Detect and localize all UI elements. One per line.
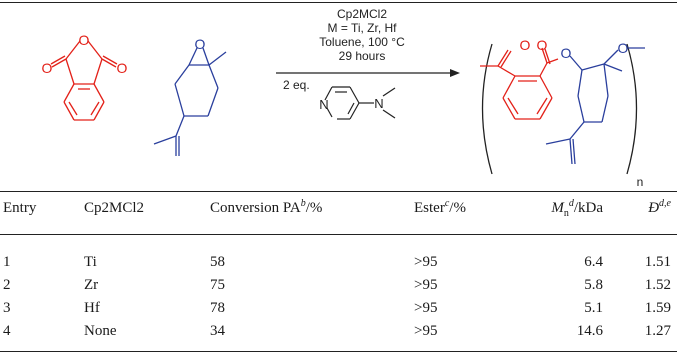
cell-dispersity: 1.51 — [644, 254, 671, 270]
header-catalyst: Cp2MCl2 — [84, 200, 144, 217]
cell-ester: >95 — [414, 323, 438, 339]
polymer-carbonyl-o-2: O — [537, 37, 548, 53]
header-mn-symbol: M — [551, 200, 564, 216]
header-mn: Mnd/kDa — [508, 198, 603, 219]
repeat-index-n: n — [637, 175, 644, 189]
polymer-phthalate-unit — [480, 47, 559, 120]
header-ester-unit: /% — [449, 200, 466, 216]
table-row: 1 Ti 58 >95 6.4 1.51 — [0, 254, 677, 274]
polymer-carbonyl-o-1: O — [520, 37, 531, 53]
table-row: 2 Zr 75 >95 5.8 1.52 — [0, 277, 677, 297]
cell-dispersity: 1.52 — [644, 277, 671, 293]
table-header-row: Entry Cp2MCl2 Conversion PAb/% Esterc/% … — [0, 198, 677, 220]
cell-entry: 2 — [3, 277, 11, 293]
anhydride-carbonyl-o-right: O — [117, 60, 128, 76]
metals-label: M = Ti, Zr, Hf — [327, 21, 397, 35]
header-ester-text: Ester — [414, 200, 445, 216]
header-bottom-rule — [0, 234, 677, 235]
cell-metal: Zr — [84, 277, 99, 293]
solvent-temp-label: Toluene, 100 °C — [319, 35, 405, 49]
header-dispersity-symbol: Đ — [648, 200, 660, 216]
reaction-conditions: Cp2MCl2 M = Ti, Zr, Hf Toluene, 100 °C 2… — [319, 7, 405, 63]
table-row: 4 None 34 >95 14.6 1.27 — [0, 323, 677, 343]
right-parenthesis — [626, 43, 638, 175]
cell-conversion: 58 — [210, 254, 225, 270]
anhydride-ring-o: O — [79, 32, 90, 48]
cell-mn: 5.1 — [584, 300, 603, 316]
epoxide-o: O — [195, 36, 206, 52]
cell-mn: 5.8 — [584, 277, 603, 293]
left-parenthesis — [481, 43, 493, 175]
header-mn-unit: /kDa — [573, 200, 603, 216]
cell-dispersity: 1.59 — [644, 300, 671, 316]
catalyst-label: Cp2MCl2 — [337, 7, 387, 21]
cell-conversion: 78 — [210, 300, 225, 316]
header-dispersity-sup: d,e — [659, 198, 671, 209]
phthalic-anhydride — [50, 40, 118, 121]
additive-equiv-label: 2 eq. — [283, 78, 310, 92]
cell-metal: Hf — [84, 300, 100, 316]
cell-metal: Ti — [84, 254, 97, 270]
header-catalyst-text: Cp2MCl2 — [84, 200, 145, 216]
cell-ester: >95 — [414, 300, 438, 316]
header-conversion-sup: b — [300, 198, 306, 209]
cell-conversion: 34 — [210, 323, 225, 339]
dmap-ring-n: N — [319, 97, 328, 112]
header-entry: Entry — [3, 200, 37, 216]
top-rule — [0, 2, 677, 3]
polymer-terpene-unit — [545, 47, 645, 165]
header-mn-sub: n — [563, 208, 569, 219]
cell-entry: 3 — [3, 300, 11, 316]
header-ester-sup: c — [444, 198, 450, 209]
header-mn-sup: d — [568, 198, 574, 209]
cell-conversion: 75 — [210, 277, 225, 293]
header-conversion: Conversion PAb/% — [210, 198, 323, 217]
header-top-rule — [0, 191, 677, 192]
cell-entry: 1 — [3, 254, 11, 270]
time-label: 29 hours — [339, 49, 386, 63]
polymer-ether-o: O — [618, 40, 629, 56]
header-conversion-text: Conversion PA — [210, 200, 301, 216]
dmap-amine-n: N — [374, 96, 383, 111]
header-dispersity: Đd,e — [608, 198, 671, 217]
scheme-svg: O O O O Cp2MCl2 M = Ti, Zr, Hf Toluene, … — [42, 7, 645, 189]
header-ester: Esterc/% — [414, 198, 466, 217]
cell-ester: >95 — [414, 254, 438, 270]
polymer-ester-o: O — [561, 45, 572, 61]
cell-ester: >95 — [414, 277, 438, 293]
table-bottom-rule — [0, 351, 677, 352]
dmap — [324, 86, 396, 120]
limonene-oxide — [153, 47, 227, 156]
table-row: 3 Hf 78 >95 5.1 1.59 — [0, 300, 677, 320]
cell-mn: 14.6 — [576, 323, 603, 339]
anhydride-carbonyl-o-left: O — [42, 60, 53, 76]
header-conversion-unit: /% — [305, 200, 323, 216]
cell-entry: 4 — [3, 323, 11, 339]
cell-metal: None — [84, 323, 117, 339]
cell-mn: 6.4 — [584, 254, 603, 270]
reaction-scheme: O O O O Cp2MCl2 M = Ti, Zr, Hf Toluene, … — [0, 4, 677, 190]
reaction-arrow-head — [450, 69, 460, 77]
cell-dispersity: 1.27 — [644, 323, 671, 339]
